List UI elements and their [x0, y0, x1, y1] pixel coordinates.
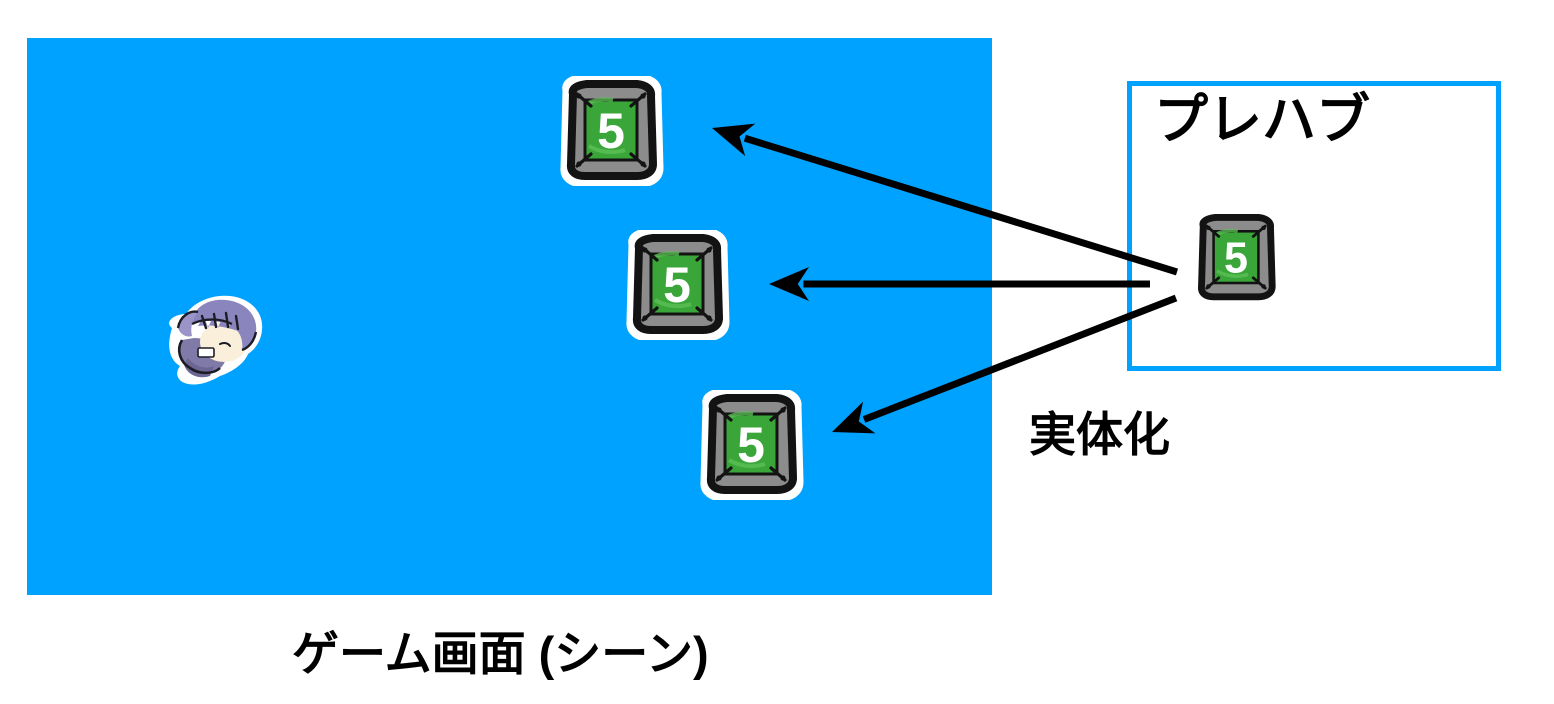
block-face-value: 5	[1224, 235, 1248, 283]
block-instance-top: 5	[553, 76, 669, 186]
prefab-title-label: プレハブ	[1154, 90, 1370, 150]
prefab-block-asset[interactable]: 5	[1186, 206, 1286, 310]
block-instance-middle: 5	[619, 230, 735, 340]
instantiate-label: 実体化	[1029, 408, 1170, 461]
player-character-sprite	[158, 286, 273, 393]
scene-caption-label: ゲーム画面 (シーン)	[292, 627, 709, 680]
block-face-value: 5	[663, 257, 691, 313]
block-face-value: 5	[737, 417, 765, 473]
block-instance-bottom: 5	[693, 390, 809, 500]
block-face-value: 5	[597, 103, 625, 159]
prefab-panel: プレハブ	[1127, 81, 1501, 371]
